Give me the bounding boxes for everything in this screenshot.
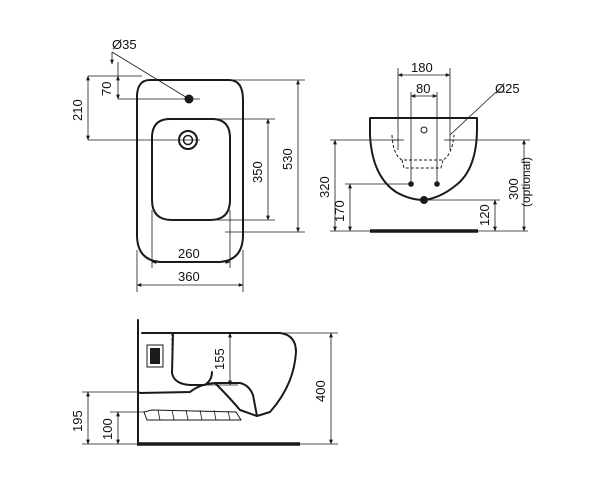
dim-label-360: 360 bbox=[178, 269, 200, 284]
dim-label-320: 320 bbox=[317, 176, 332, 198]
dim-label-120: 120 bbox=[477, 204, 492, 226]
base-support bbox=[143, 409, 242, 421]
bidet-outline-front bbox=[369, 117, 478, 201]
dim-label-100: 100 bbox=[100, 418, 115, 440]
dim-label-170: 170 bbox=[332, 200, 347, 222]
dim-label-350: 350 bbox=[250, 161, 265, 183]
dim-label-530: 530 bbox=[280, 148, 295, 170]
side-view: 155 400 195 100 bbox=[70, 319, 338, 446]
dim-label-hole-diameter: Ø35 bbox=[112, 37, 137, 52]
dim-label-outlet-diameter: Ø25 bbox=[495, 81, 520, 96]
dim-label-195: 195 bbox=[70, 410, 85, 432]
tap-hole-front bbox=[420, 126, 428, 134]
front-view: 180 80 Ø25 320 170 120 300 (optional) bbox=[317, 60, 533, 233]
bowl-inner-top bbox=[151, 118, 231, 221]
outlet-point bbox=[420, 196, 428, 204]
dim-label-70: 70 bbox=[99, 82, 114, 96]
dim-label-optional: (optional) bbox=[519, 157, 533, 207]
dim-label-300: 300 bbox=[506, 178, 521, 200]
bowl-inner-side bbox=[171, 332, 213, 386]
dim-label-210: 210 bbox=[70, 99, 85, 121]
dim-label-80: 80 bbox=[416, 81, 430, 96]
dim-label-180: 180 bbox=[411, 60, 433, 75]
top-view: Ø35 70 210 350 530 260 360 bbox=[70, 37, 305, 292]
dim-label-260: 260 bbox=[178, 246, 200, 261]
dim-label-400: 400 bbox=[313, 380, 328, 402]
wall-fixing-bracket bbox=[146, 344, 164, 368]
dim-label-155: 155 bbox=[212, 348, 227, 370]
